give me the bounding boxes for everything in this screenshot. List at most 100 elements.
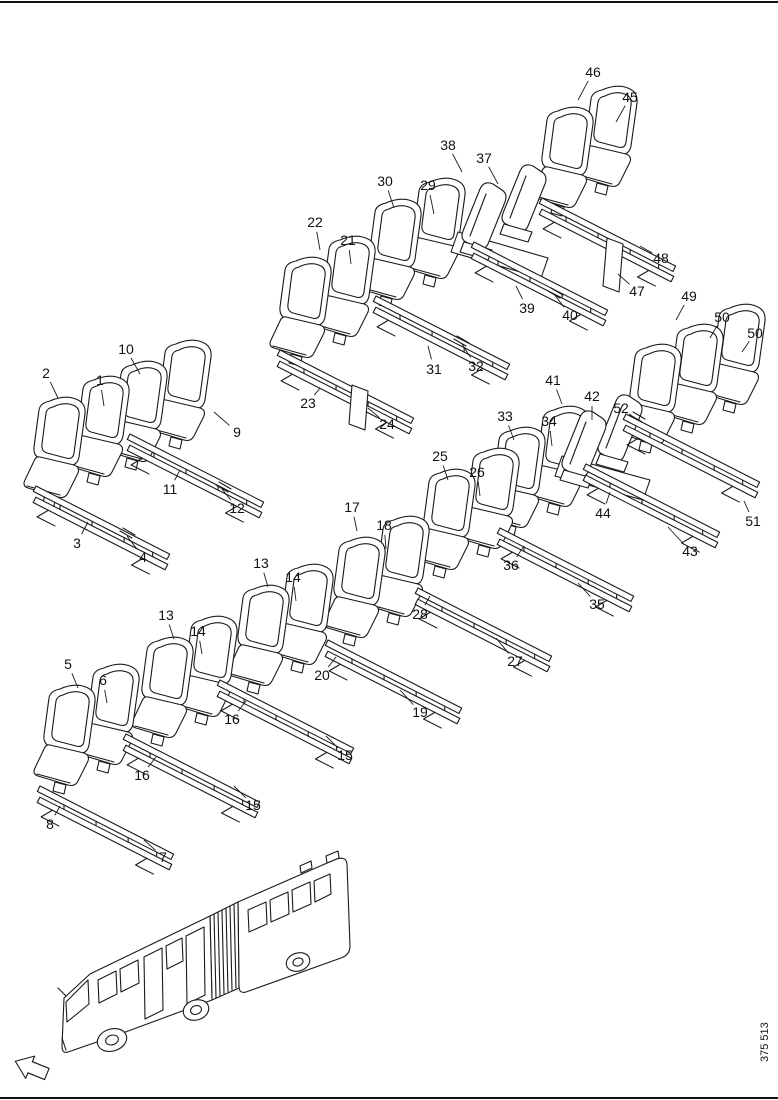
seat-pair-1-2: [24, 376, 129, 506]
front-door: [143, 947, 164, 1020]
part-number-13: 13: [158, 607, 174, 623]
leader-line-22: [316, 231, 321, 251]
part-number-6: 6: [99, 672, 107, 688]
leader-line-20: [327, 656, 337, 668]
leader-line-8: [54, 805, 61, 816]
leader-line-34: [549, 430, 553, 447]
leader-line-46: [577, 80, 589, 101]
leader-line-39: [515, 285, 523, 300]
part-number-29: 29: [420, 177, 436, 193]
seat-pair-17-18: [324, 516, 429, 646]
leader-line-13: [168, 624, 175, 640]
leader-line-7: [143, 839, 156, 851]
part-number-16: 16: [224, 711, 240, 727]
windshield: [65, 979, 90, 1023]
leader-line-31: [427, 345, 432, 360]
leader-line-23: [313, 387, 321, 396]
part-number-22: 22: [307, 214, 323, 230]
leader-line-47: [617, 273, 630, 285]
part-number-44: 44: [595, 505, 611, 521]
part-number-51: 51: [745, 513, 761, 529]
leader-line-27: [495, 637, 509, 654]
rail-7: [27, 785, 177, 881]
leader-line-14: [199, 640, 203, 655]
leader-line-24: [367, 407, 380, 418]
part-number-15: 15: [337, 747, 353, 763]
leader-line-48: [639, 245, 653, 254]
leader-line-35: [577, 582, 591, 597]
leader-line-11: [174, 469, 181, 481]
roof-hatch: [325, 850, 340, 864]
part-number-17: 17: [344, 499, 360, 515]
leader-line-2: [49, 381, 59, 399]
leader-line-14: [293, 586, 297, 602]
part-number-45: 45: [622, 89, 638, 105]
seat-pair-45-46: [532, 86, 637, 216]
seat-triple-49-50-50: [619, 303, 766, 454]
part-number-14: 14: [190, 623, 206, 639]
leader-line-19: [399, 689, 414, 705]
part-number-46: 46: [585, 64, 601, 80]
part-number-1: 1: [96, 372, 104, 388]
leader-line-18: [384, 534, 387, 550]
leader-line-13: [263, 572, 269, 588]
part-number-38: 38: [440, 137, 456, 153]
part-number-43: 43: [682, 543, 698, 559]
leader-line-4: [126, 535, 138, 550]
part-number-9: 9: [233, 424, 241, 440]
part-number-31: 31: [426, 361, 442, 377]
part-number-16: 16: [134, 767, 150, 783]
direction-arrow-icon: [14, 1055, 50, 1081]
rail-27: [405, 587, 555, 683]
part-number-20: 20: [314, 667, 330, 683]
part-number-2: 2: [42, 365, 50, 381]
part-number-40: 40: [562, 307, 578, 323]
leader-line-16: [147, 756, 157, 768]
leader-line-6: [104, 689, 108, 704]
part-number-42: 42: [584, 388, 600, 404]
leader-line-52: [628, 413, 637, 420]
plate-24: [348, 384, 369, 431]
part-number-28: 28: [412, 606, 428, 622]
leader-line-44: [605, 491, 611, 504]
seat-pair-21-22: [270, 236, 375, 366]
leader-line-28: [424, 595, 431, 606]
leader-line-9: [213, 411, 230, 426]
part-number-21: 21: [340, 232, 356, 248]
leader-line-15: [233, 785, 247, 799]
part-number-18: 18: [376, 517, 392, 533]
leader-line-16: [237, 700, 247, 712]
leader-line-43: [667, 526, 684, 544]
seat-pair-5-6: [34, 664, 139, 794]
part-number-52: 52: [613, 400, 629, 416]
part-number-19: 19: [412, 704, 428, 720]
part-number-8: 8: [46, 816, 54, 832]
rail-35: [487, 527, 637, 623]
part-number-32: 32: [468, 358, 484, 374]
leader-line-5: [71, 673, 79, 689]
part-number-7: 7: [159, 849, 167, 865]
part-number-48: 48: [653, 250, 669, 266]
part-number-47: 47: [629, 283, 645, 299]
part-number-11: 11: [163, 481, 178, 497]
part-number-13: 13: [253, 555, 269, 571]
part-number-39: 39: [519, 300, 535, 316]
leader-line-26: [477, 481, 481, 497]
part-number-35: 35: [589, 596, 605, 612]
leader-line-15: [325, 735, 339, 749]
leader-line-51: [743, 500, 750, 513]
part-number-4: 4: [139, 549, 147, 565]
part-number-25: 25: [432, 448, 448, 464]
seat-pair-29-30: [360, 178, 465, 308]
leader-line-3: [81, 521, 89, 535]
bus-illustration: [57, 850, 351, 1053]
leader-line-45: [615, 105, 626, 123]
part-number-37: 37: [476, 150, 492, 166]
part-number-33: 33: [497, 408, 513, 424]
drawing-number: 375 513: [759, 1022, 771, 1062]
leader-line-36: [516, 545, 525, 558]
rail-19: [315, 639, 465, 735]
